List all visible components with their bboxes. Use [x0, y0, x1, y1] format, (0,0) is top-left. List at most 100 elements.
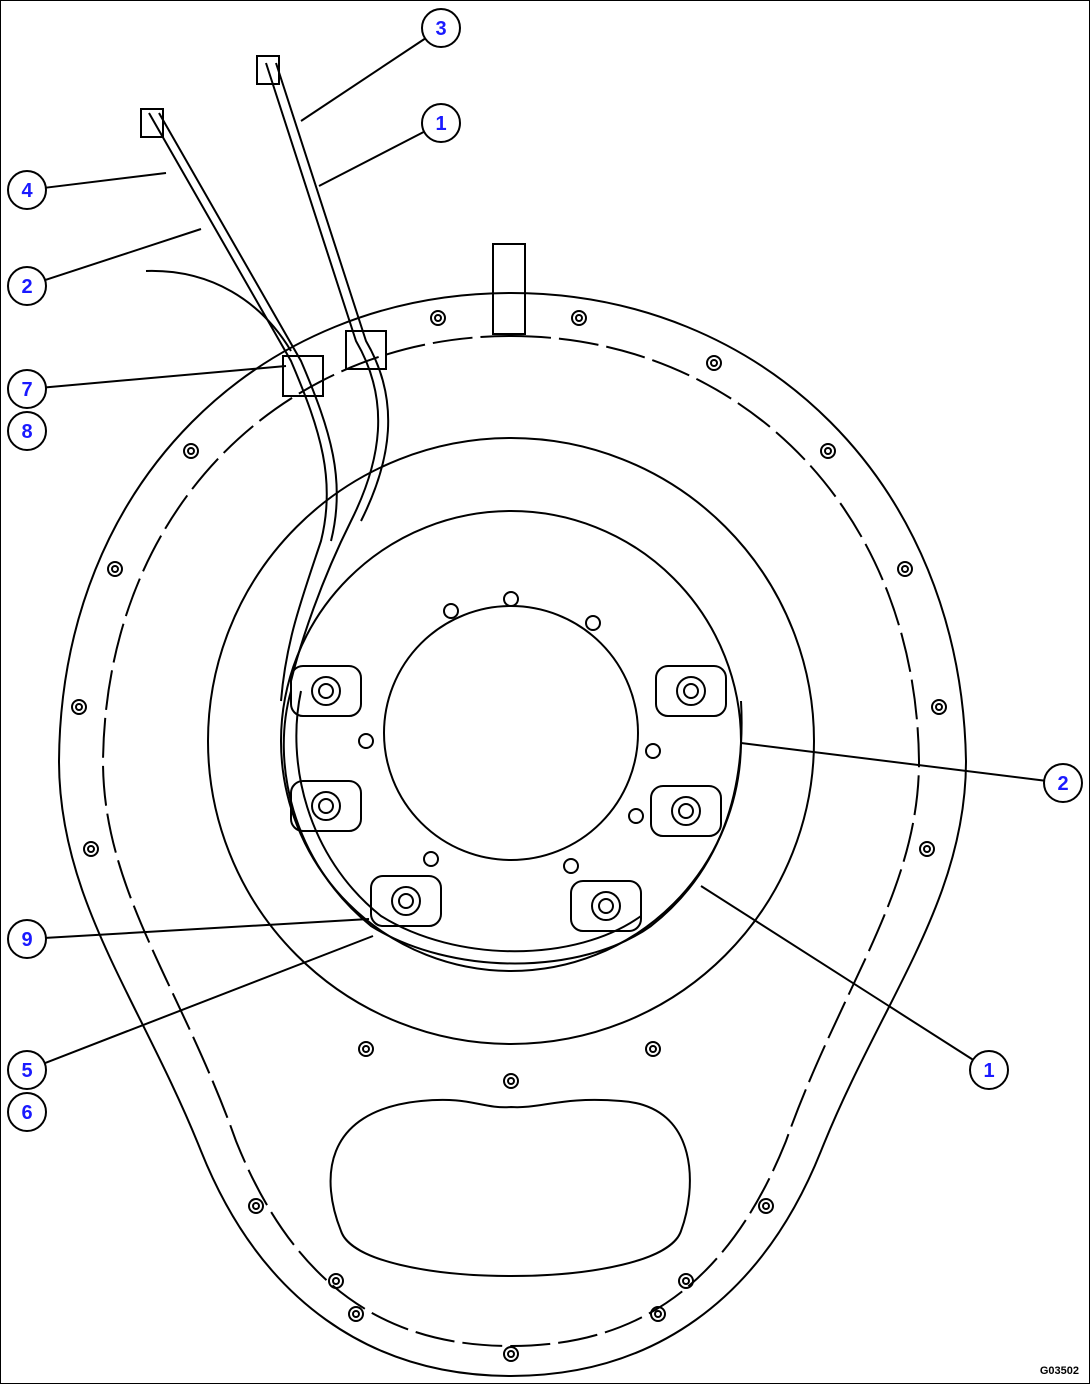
callout-1: 1 [700, 885, 1009, 1090]
callout-1: 1 [318, 103, 461, 187]
bolt-center [75, 703, 83, 711]
center-bore [383, 605, 639, 861]
ring [280, 510, 742, 972]
bolt-hole [678, 1273, 694, 1289]
callout-circle [421, 103, 461, 143]
callout-2: 2 [7, 228, 202, 306]
hose-2b [158, 112, 338, 542]
bolt-center [362, 1045, 370, 1053]
callout-label: 5 [21, 1060, 32, 1082]
plate-hole [443, 603, 459, 619]
housing-outline [57, 291, 968, 1378]
callout-6: 6 [7, 1092, 47, 1132]
bolt-center [252, 1202, 260, 1210]
callout-circle [7, 1092, 47, 1132]
callout-label: 7 [21, 379, 32, 401]
bolt-hole [503, 1346, 519, 1362]
callout-circle [7, 369, 47, 409]
top-fitting [492, 243, 526, 335]
bolt-center [507, 1077, 515, 1085]
leader-line [45, 172, 167, 189]
plate-hole [628, 808, 644, 824]
callout-9: 9 [7, 918, 370, 959]
hose-end-3 [256, 55, 280, 85]
bolt-center [824, 447, 832, 455]
callout-circle [7, 1050, 47, 1090]
hose-2 [148, 112, 328, 702]
clamp-block [370, 875, 442, 927]
callout-label: 9 [21, 929, 32, 951]
callout-label: 1 [983, 1060, 994, 1082]
bolt-center [762, 1202, 770, 1210]
leader-line [300, 37, 426, 122]
bolt-hole [107, 561, 123, 577]
plate-hole [645, 743, 661, 759]
bolt-center [923, 845, 931, 853]
plate-hole [585, 615, 601, 631]
clamp-3 [345, 330, 387, 370]
bolt-hole [897, 561, 913, 577]
tube-loop [282, 690, 743, 965]
bolt-hole [706, 355, 722, 371]
callout-label: 8 [21, 421, 32, 443]
bolt-hole [83, 841, 99, 857]
bolt-center [187, 447, 195, 455]
callout-label: 2 [21, 276, 32, 298]
bolt-center [935, 703, 943, 711]
plate-hole [563, 858, 579, 874]
callout-8: 8 [7, 411, 47, 451]
clamp-block [570, 880, 642, 932]
callout-label: 6 [21, 1102, 32, 1124]
callout-3: 3 [300, 8, 461, 122]
bolt-hole [820, 443, 836, 459]
plate-hole [503, 591, 519, 607]
callout-label: 1 [435, 113, 446, 135]
bolt-hole [248, 1198, 264, 1214]
callout-label: 4 [21, 180, 33, 202]
leader-line [45, 918, 370, 939]
bolt-center [710, 359, 718, 367]
hose-1b [275, 62, 390, 522]
bolt-hole [503, 1073, 519, 1089]
clamp-7 [282, 355, 324, 397]
clamp-block [290, 780, 362, 832]
clamp-block [655, 665, 727, 717]
access-opening [329, 1098, 691, 1277]
callout-2: 2 [740, 742, 1083, 803]
plate-hole [358, 733, 374, 749]
callout-label: 3 [435, 18, 446, 40]
leader-line [318, 130, 425, 187]
clamp-block [650, 785, 722, 837]
bolt-hole [348, 1306, 364, 1322]
bolt-center [682, 1277, 690, 1285]
hose-end-4 [140, 108, 164, 138]
bolt-center [332, 1277, 340, 1285]
inner-plate [207, 437, 815, 1045]
bolt-center [575, 314, 583, 322]
bolt-hole [645, 1041, 661, 1057]
wire [145, 269, 292, 352]
leader-line [44, 228, 202, 282]
callout-circle [7, 411, 47, 451]
bolt-center [901, 565, 909, 573]
bolt-hole [650, 1306, 666, 1322]
bolt-hole [183, 443, 199, 459]
plate-hole [423, 851, 439, 867]
bolt-center [507, 1350, 515, 1358]
callout-circle [7, 170, 47, 210]
callout-circle [421, 8, 461, 48]
bolt-hole [758, 1198, 774, 1214]
bolt-center [649, 1045, 657, 1053]
bolt-hole [919, 841, 935, 857]
bolt-center [87, 845, 95, 853]
callout-circle [7, 919, 47, 959]
bolt-hole [71, 699, 87, 715]
callout-4: 4 [7, 170, 167, 210]
leader-line [740, 742, 1045, 782]
clamp-block [290, 665, 362, 717]
callout-circle [969, 1050, 1009, 1090]
bolt-hole [358, 1041, 374, 1057]
bolt-hole [931, 699, 947, 715]
